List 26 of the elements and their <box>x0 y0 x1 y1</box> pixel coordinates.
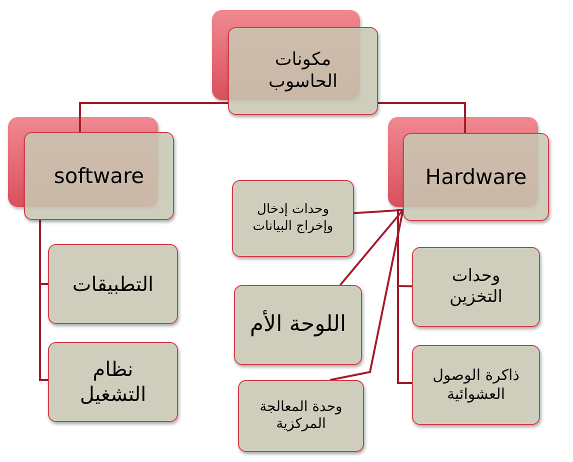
topic-box <box>412 247 540 327</box>
connector-line <box>78 102 228 132</box>
node-label: وحدة المعالجة المركزية <box>258 398 344 434</box>
connector-line <box>339 209 404 286</box>
topic-box <box>24 132 174 220</box>
connector-line <box>354 209 404 214</box>
connector-line <box>39 220 48 381</box>
node-label: التطبيقات <box>72 272 154 296</box>
node-label: اللوحة الأم <box>250 311 346 339</box>
topic-box <box>228 27 378 115</box>
node-label: مكونات الحاسوب <box>268 48 338 94</box>
topic-box <box>412 345 540 425</box>
node-label: وحدات إدخال وإخراج البيانات <box>252 202 334 235</box>
topic-box <box>48 244 178 324</box>
node-label: ذاكرة الوصول العشوائية <box>432 366 520 404</box>
node-label: Hardware <box>425 164 527 190</box>
node-label: software <box>54 162 144 190</box>
topic-box <box>238 380 364 452</box>
connector-line <box>378 102 466 133</box>
topic-box <box>48 342 178 422</box>
topic-box <box>403 133 549 221</box>
node-label: وحدات التخزين <box>448 266 504 308</box>
topic-box <box>234 285 362 365</box>
node-label: نظام التشغيل <box>78 357 148 407</box>
connector-line <box>330 210 404 381</box>
topic-box <box>232 180 354 257</box>
